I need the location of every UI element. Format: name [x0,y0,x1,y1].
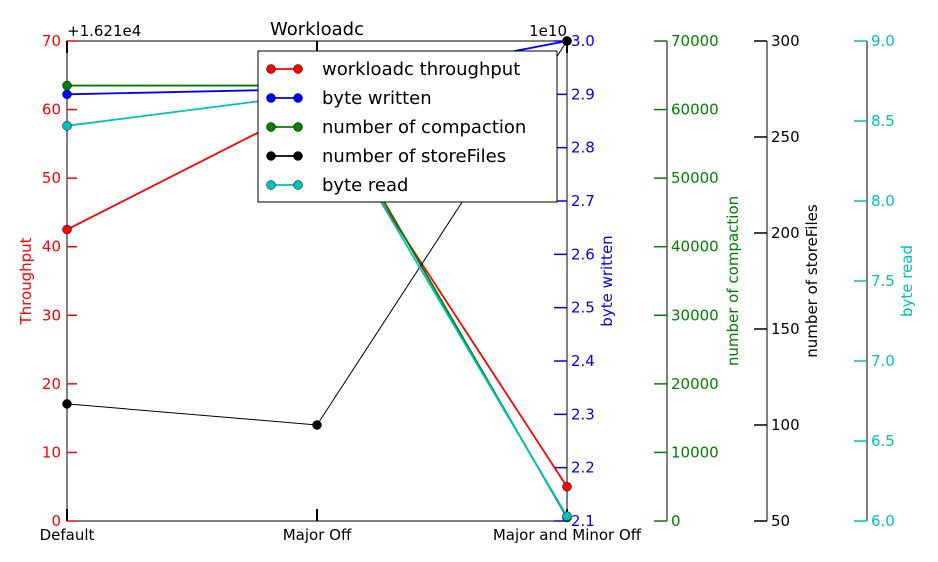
storefiles-tick-label: 50 [771,512,790,530]
data-point-storefiles [62,399,72,409]
legend-marker [266,180,276,190]
bytes_read-axis-label: byte read [898,245,916,317]
throughput-tick-label: 40 [42,238,61,256]
bytes_written-tick-label: 3.0 [571,32,595,50]
bytes_written-tick-label: 2.9 [571,85,595,103]
bytes_written-tick-label: 2.6 [571,245,595,263]
legend-label: byte read [322,175,408,196]
throughput-tick-label: 20 [42,375,61,393]
legend-marker [266,93,276,103]
bytes_read-tick-label: 6.5 [871,432,895,450]
x-tick-label: Major Off [283,526,352,544]
compaction-axis-label: number of compaction [724,196,742,366]
throughput-offset-text: +1.621e4 [67,22,141,40]
bytes_written-tick-label: 2.8 [571,139,595,157]
legend-label: byte written [322,88,432,109]
bytes_read-tick-label: 8.0 [871,192,895,210]
legend-marker [266,64,276,74]
legend-box [257,50,558,203]
legend-marker [293,122,303,132]
legend-marker [266,151,276,161]
data-point-bytes_written [62,89,72,100]
bytes_read-tick-label: 8.5 [871,112,895,130]
compaction-tick-label: 50000 [671,169,719,187]
throughput-tick-label: 60 [42,101,61,119]
bytes_written-tick-label: 2.7 [571,192,595,210]
data-point-bytes_read [562,511,572,521]
compaction-tick-label: 40000 [671,238,719,256]
legend-label: workloadc throughput [322,59,520,80]
throughput-tick-label: 30 [42,306,61,324]
bytes_written-tick-label: 2.2 [571,459,595,477]
throughput-tick-label: 70 [42,32,61,50]
data-point-storefiles [312,420,322,430]
storefiles-tick-label: 300 [771,32,800,50]
data-point-storefiles [562,36,572,46]
x-tick-label: Major and Minor Off [493,526,642,544]
legend: workloadc throughput byte written number o… [257,50,558,203]
storefiles-tick-label: 200 [771,224,800,242]
bytes_read-tick-label: 7.5 [871,272,895,290]
bytes_written-axis-label: byte written [598,235,616,326]
legend-marker [293,180,303,190]
compaction-tick-label: 10000 [671,443,719,461]
x-tick-label: Default [40,526,95,544]
throughput-tick-label: 0 [51,512,61,530]
storefiles-tick-label: 150 [771,320,800,338]
bytes_written-offset-text: 1e10 [529,22,567,40]
bytes_read-tick-label: 9.0 [871,32,895,50]
throughput-axis-label: Throughput [17,237,35,325]
bytes_written-tick-label: 2.5 [571,299,595,317]
legend-marker [293,64,303,74]
legend-marker [293,151,303,161]
legend-marker [266,122,276,132]
storefiles-tick-label: 100 [771,416,800,434]
legend-marker [293,93,303,103]
data-point-bytes_read [62,121,72,131]
legend-label: number of storeFiles [322,146,506,167]
throughput-tick-label: 50 [42,169,61,187]
compaction-tick-label: 20000 [671,375,719,393]
data-point-compaction [62,80,72,91]
throughput-tick-label: 10 [42,443,61,461]
compaction-tick-label: 0 [671,512,681,530]
data-point-throughput [62,224,72,235]
compaction-tick-label: 30000 [671,306,719,324]
data-point-throughput [562,481,572,492]
compaction-tick-label: 70000 [671,32,719,50]
axes-layer: Default Major Off Major and Minor Off 0 10 20… [17,22,916,544]
bytes_written-tick-label: 2.1 [571,512,595,530]
bytes_written-tick-label: 2.4 [571,352,595,370]
compaction-tick-label: 60000 [671,101,719,119]
bytes_read-tick-label: 6.0 [871,512,895,530]
storefiles-axis-label: number of storeFiles [803,204,821,358]
storefiles-tick-label: 250 [771,128,800,146]
bytes_read-tick-label: 7.0 [871,352,895,370]
bytes_written-tick-label: 2.3 [571,405,595,423]
legend-label: number of compaction [322,117,526,138]
chart-title: Workloadc [270,19,364,40]
